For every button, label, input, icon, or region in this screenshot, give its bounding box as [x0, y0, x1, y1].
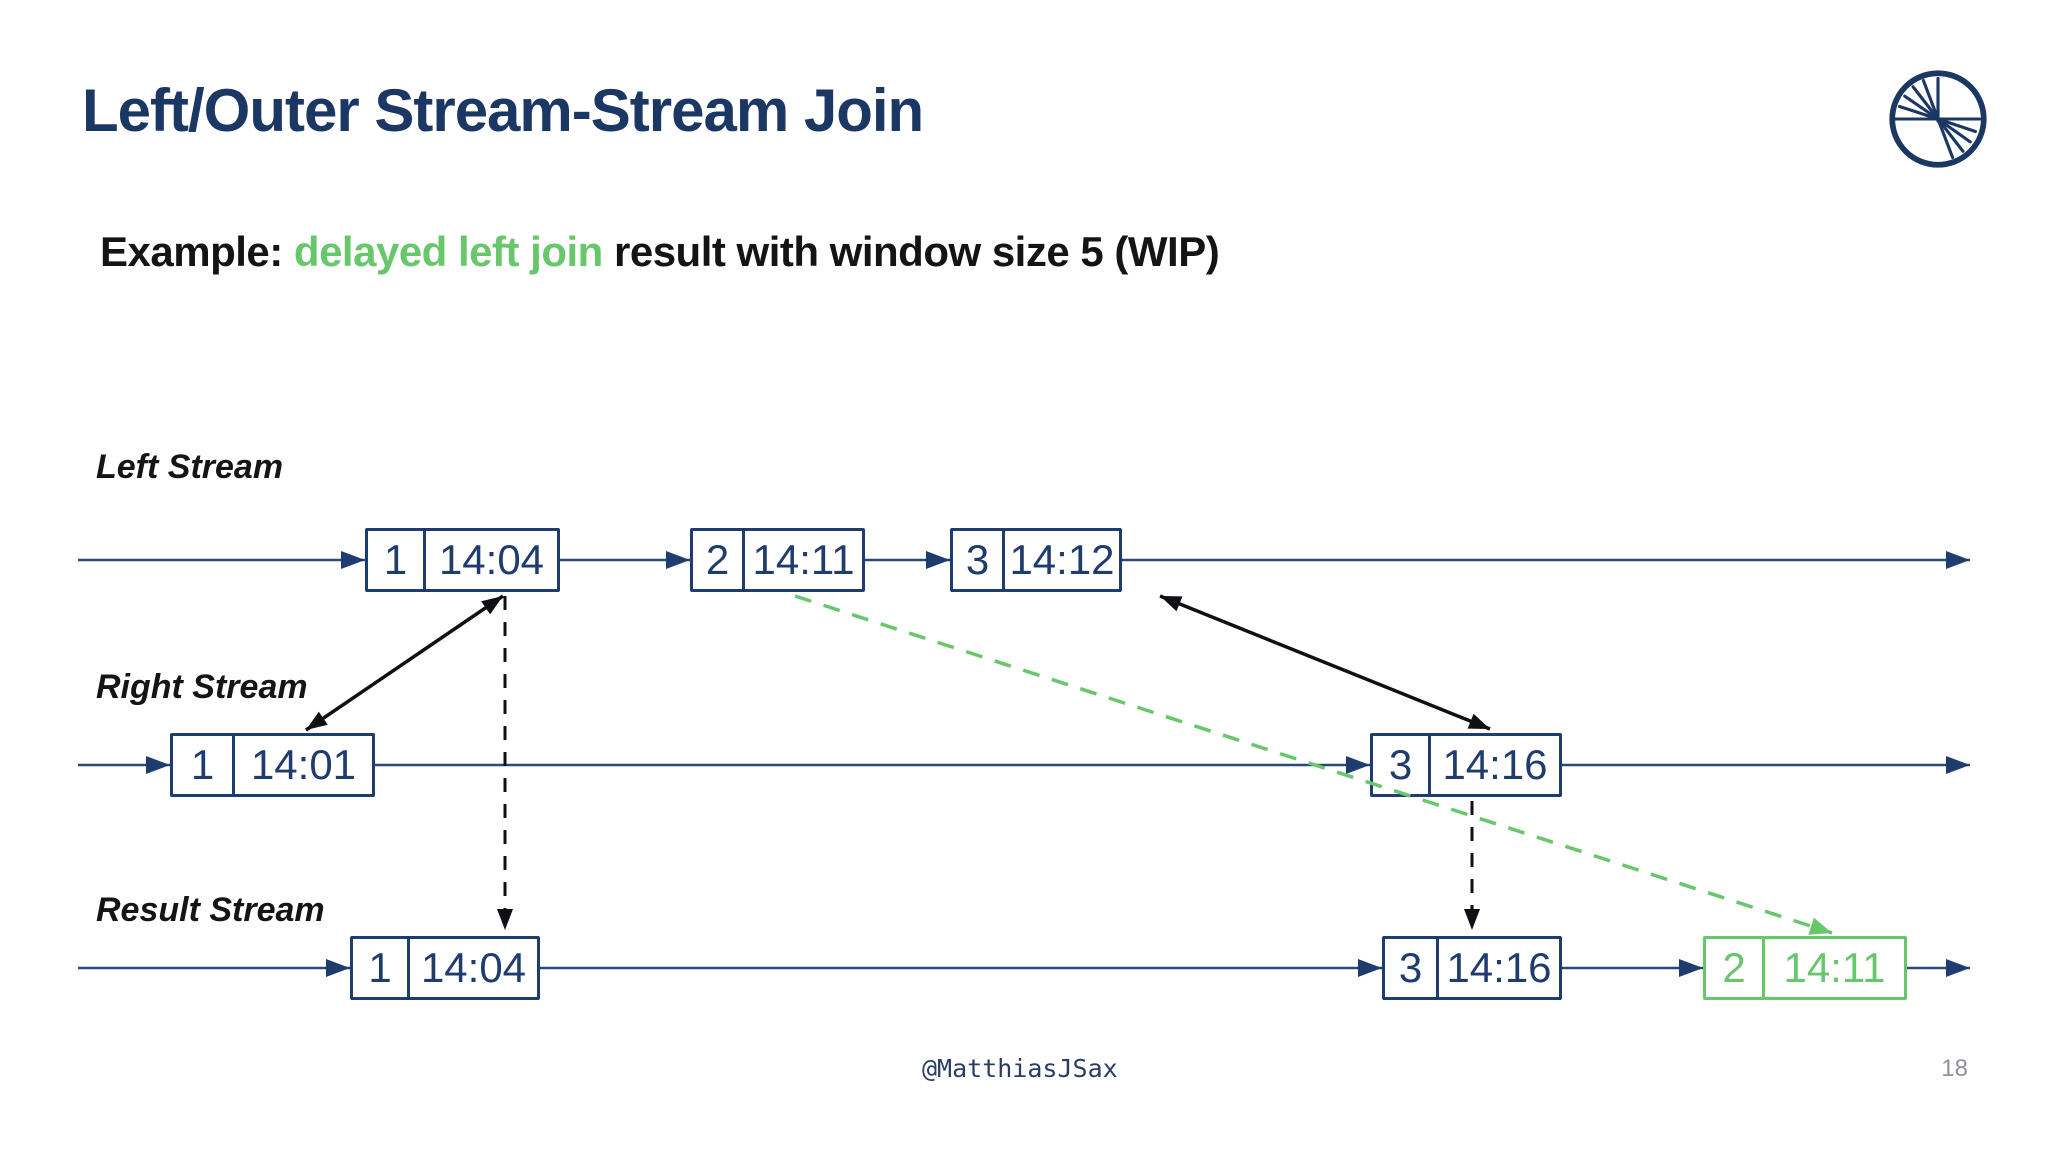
event-time: 14:04 — [420, 944, 527, 991]
event-box-right-1: 1 14:01 — [170, 733, 375, 797]
event-box-right-3: 3 14:16 — [1370, 733, 1562, 797]
subtitle-prefix: Example: — [100, 228, 294, 275]
event-time: 14:16 — [1446, 944, 1552, 991]
event-key: 3 — [953, 531, 1005, 589]
event-box-left-2: 2 14:11 — [690, 528, 865, 592]
event-time: 14:01 — [250, 741, 357, 788]
join-arrow-left1-right1 — [305, 594, 504, 732]
subtitle-highlight: delayed left join — [293, 228, 603, 275]
event-box-result-2-delayed: 2 14:11 — [1703, 936, 1907, 1000]
subtitle-suffix: result with window size 5 (WIP) — [602, 228, 1220, 275]
footer-twitter-handle: @MatthiasJSax — [922, 1054, 1118, 1083]
join-arrow-left3-right3 — [1159, 594, 1491, 731]
slide-title: Left/Outer Stream-Stream Join — [82, 77, 924, 144]
event-time: 14:12 — [1009, 536, 1115, 583]
event-key: 2 — [693, 531, 745, 589]
result-stream-label: Result Stream — [96, 891, 325, 929]
event-time: 14:04 — [438, 536, 545, 583]
event-key: 3 — [1373, 736, 1431, 794]
event-time: 14:11 — [1783, 944, 1886, 991]
event-time: 14:11 — [752, 536, 855, 583]
subtitle: Example: delayed left join result with w… — [100, 228, 1220, 276]
left-stream-label: Left Stream — [96, 448, 284, 486]
event-box-left-3: 3 14:12 — [950, 528, 1122, 592]
confluent-logo-icon — [1889, 70, 1987, 168]
event-key: 1 — [368, 531, 426, 589]
event-key: 1 — [353, 939, 410, 997]
event-box-result-3: 3 14:16 — [1382, 936, 1562, 1000]
event-key: 3 — [1385, 939, 1439, 997]
event-box-left-1: 1 14:04 — [365, 528, 560, 592]
event-key: 1 — [173, 736, 235, 794]
page-number: 18 — [1941, 1055, 1968, 1082]
right-stream-label: Right Stream — [96, 668, 308, 706]
delayed-emit-arrow-result-2 — [794, 594, 1833, 935]
event-box-result-1: 1 14:04 — [350, 936, 540, 1000]
event-time: 14:16 — [1442, 741, 1548, 788]
event-key: 2 — [1706, 939, 1765, 997]
